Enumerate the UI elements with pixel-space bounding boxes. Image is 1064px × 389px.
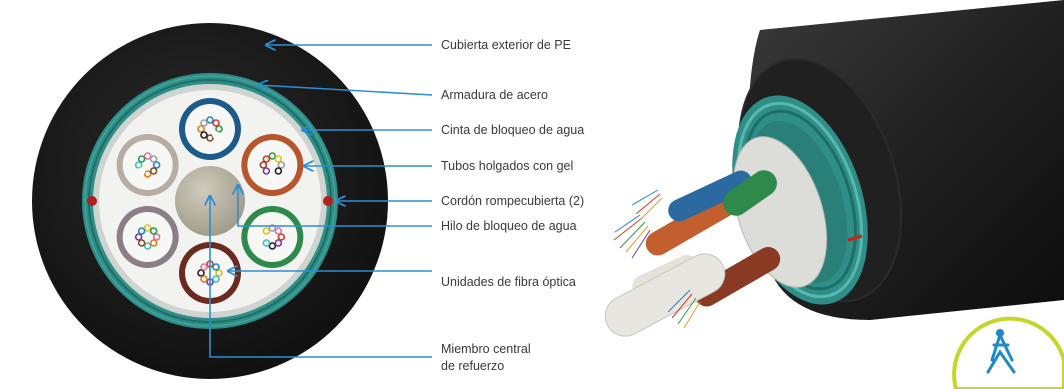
fiber-unit	[274, 239, 283, 247]
loose-tube-orange	[241, 134, 304, 196]
fiber-unit	[152, 233, 161, 241]
loose-tube-white	[116, 134, 179, 196]
fiber-unit	[200, 275, 208, 283]
label-loose-tubes: Tubos holgados con gel	[441, 159, 574, 173]
fiber-unit	[277, 233, 286, 241]
fiber-unit	[149, 239, 158, 247]
fiber-unit	[200, 263, 208, 271]
label-water-blocking-tape: Cinta de bloqueo de agua	[441, 123, 585, 137]
loose-tube-blue	[179, 98, 241, 160]
label-fiber-units: Unidades de fibra óptica	[441, 275, 576, 289]
fiber-unit	[268, 224, 277, 232]
label-central-member-line1: Miembro central	[441, 342, 531, 356]
fiber-unit	[262, 227, 271, 235]
label-central-member-line2: de refuerzo	[441, 359, 505, 373]
label-outer-jacket: Cubierta exterior de PE	[441, 38, 571, 52]
fiber-unit	[268, 152, 277, 160]
cable-3d-illustration	[604, 0, 1064, 389]
fiber-unit	[137, 167, 146, 175]
fiber-unit	[200, 131, 208, 139]
fiber-unit	[268, 170, 277, 178]
fiber-unit	[137, 239, 146, 247]
fiber-unit	[143, 242, 152, 250]
arrow-steel-armor	[258, 85, 433, 96]
fiber-unit	[206, 116, 214, 124]
fiber-unit	[149, 227, 158, 235]
fiber-unit	[212, 275, 220, 283]
fiber-unit	[206, 134, 214, 142]
fiber-unit	[268, 242, 277, 250]
fiber-unit	[212, 263, 220, 271]
fiber-unit	[212, 119, 220, 127]
fiber-unit	[149, 155, 158, 163]
fiber-unit	[137, 227, 146, 235]
ripcord-right	[323, 196, 333, 206]
fiber-unit	[262, 155, 271, 163]
leader-lines	[210, 45, 433, 358]
fiber-unit	[262, 167, 271, 175]
fiber-unit	[215, 125, 223, 133]
arrow-central-member	[210, 196, 432, 358]
fiber-unit	[274, 155, 283, 163]
fiber-unit	[152, 161, 161, 169]
fiber-unit	[274, 167, 283, 175]
fiber-unit	[262, 239, 271, 247]
fiber-unit	[274, 227, 283, 235]
fiber-unit	[277, 161, 286, 169]
fiber-unit	[197, 269, 205, 277]
fiber-unit	[259, 233, 268, 241]
fiber-unit	[200, 119, 208, 127]
fiber-unit	[134, 161, 143, 169]
fiber-unit	[134, 233, 143, 241]
fiber-unit	[259, 161, 268, 169]
loose-tube-green	[241, 206, 304, 268]
label-ripcord: Cordón rompecubierta (2)	[441, 194, 585, 208]
fiber-unit	[212, 131, 220, 139]
ripcord-left	[87, 196, 97, 206]
fiber-unit	[143, 224, 152, 232]
fiber-unit	[197, 125, 205, 133]
logo	[952, 316, 1064, 389]
fiber-unit	[143, 170, 152, 178]
fiber-unit	[137, 155, 146, 163]
fiber-unit	[143, 152, 152, 160]
fiber-unit	[215, 269, 223, 277]
arrow-water-blocking-yarn	[238, 185, 432, 227]
loose-tube-slate	[116, 206, 179, 268]
fiber-unit	[149, 167, 158, 175]
label-steel-armor: Armadura de acero	[441, 88, 549, 102]
label-water-blocking-yarn: Hilo de bloqueo de agua	[441, 219, 577, 233]
